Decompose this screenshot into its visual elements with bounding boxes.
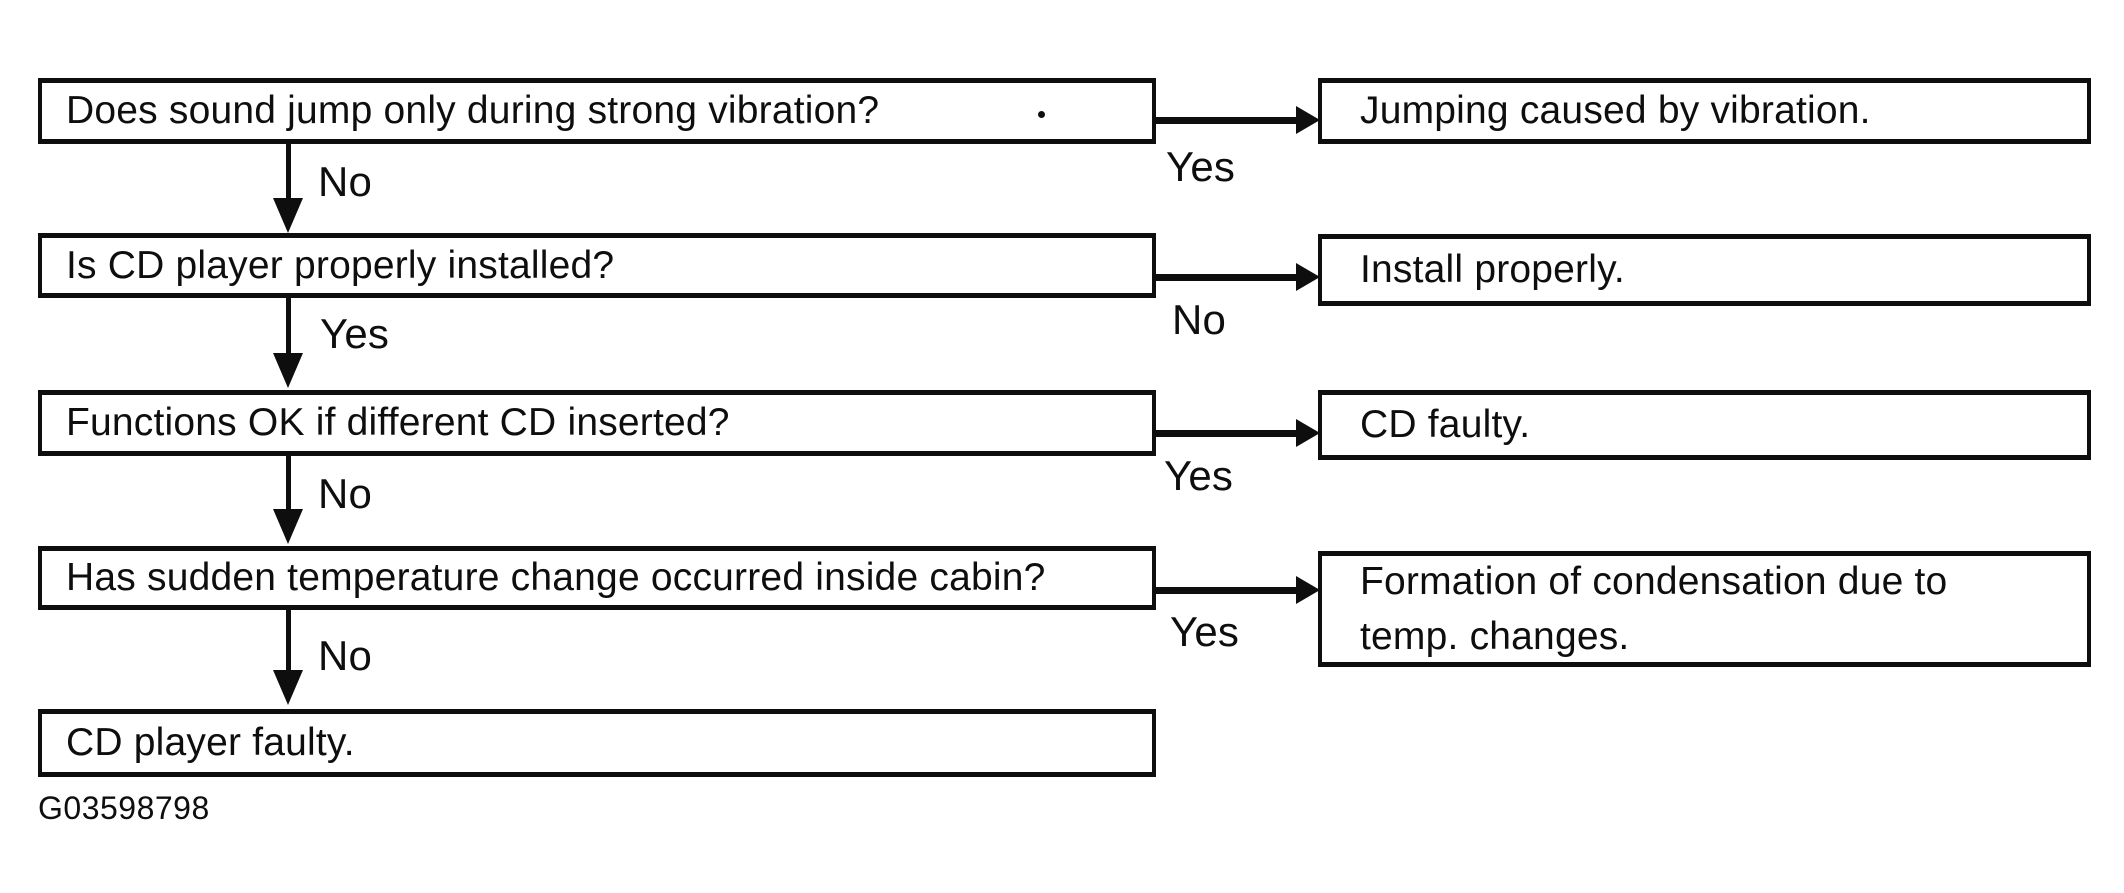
question-text-2: Is CD player properly installed? [66, 243, 615, 287]
down-arrow-line-1 [286, 144, 291, 202]
down-arrow-head-3 [273, 509, 303, 544]
down-arrow-label-2: Yes [320, 310, 390, 357]
down-arrow-line-2 [286, 298, 291, 356]
result-box-2: Install properly. [1318, 234, 2091, 306]
final-result-box: CD player faulty. [38, 709, 1156, 777]
down-arrow-label-3: No [318, 470, 373, 517]
result-text-2: Install properly. [1360, 248, 1625, 291]
result-text-4-line-2: temp. changes. [1360, 615, 1630, 658]
question-text-3: Functions OK if different CD inserted? [66, 401, 730, 444]
branch-arrow-line-1 [1156, 117, 1302, 124]
scan-speck-artifact [1038, 111, 1045, 118]
branch-arrow-head-4 [1296, 576, 1320, 604]
question-box-3: Functions OK if different CD inserted? [38, 390, 1156, 456]
question-text-4: Has sudden temperature change occurred i… [66, 556, 1046, 599]
down-arrow-label-1: No [318, 158, 373, 205]
result-text-3: CD faulty. [1360, 403, 1531, 446]
result-box-3: CD faulty. [1318, 390, 2091, 460]
branch-arrow-label-4: Yes [1170, 608, 1240, 655]
branch-arrow-head-3 [1296, 419, 1320, 447]
question-box-4: Has sudden temperature change occurred i… [38, 546, 1156, 610]
branch-arrow-line-2 [1156, 274, 1302, 281]
figure-code: G03598798 [38, 790, 210, 826]
result-text-4-line-1: Formation of condensation due to [1360, 559, 1948, 603]
down-arrow-head-2 [273, 353, 303, 388]
branch-arrow-head-2 [1296, 263, 1320, 291]
result-text-1: Jumping caused by vibration. [1360, 89, 1871, 132]
branch-arrow-head-1 [1296, 106, 1320, 134]
question-text-1: Does sound jump only during strong vibra… [66, 89, 880, 132]
branch-arrow-label-1: Yes [1166, 143, 1236, 190]
branch-arrow-label-2: No [1172, 296, 1227, 343]
result-box-1: Jumping caused by vibration. [1318, 78, 2091, 144]
down-arrow-head-1 [273, 198, 303, 233]
down-arrow-line-4 [286, 610, 291, 672]
branch-arrow-line-4 [1156, 587, 1302, 594]
branch-arrow-line-3 [1156, 430, 1302, 437]
branch-arrow-label-3: Yes [1164, 452, 1234, 499]
question-box-1: Does sound jump only during strong vibra… [38, 78, 1156, 144]
final-result-text: CD player faulty. [66, 721, 355, 764]
down-arrow-line-3 [286, 456, 291, 512]
down-arrow-label-4: No [318, 632, 373, 679]
down-arrow-head-4 [273, 670, 303, 705]
result-box-4: Formation of condensation due to temp. c… [1318, 551, 2091, 667]
question-box-2: Is CD player properly installed? [38, 233, 1156, 298]
